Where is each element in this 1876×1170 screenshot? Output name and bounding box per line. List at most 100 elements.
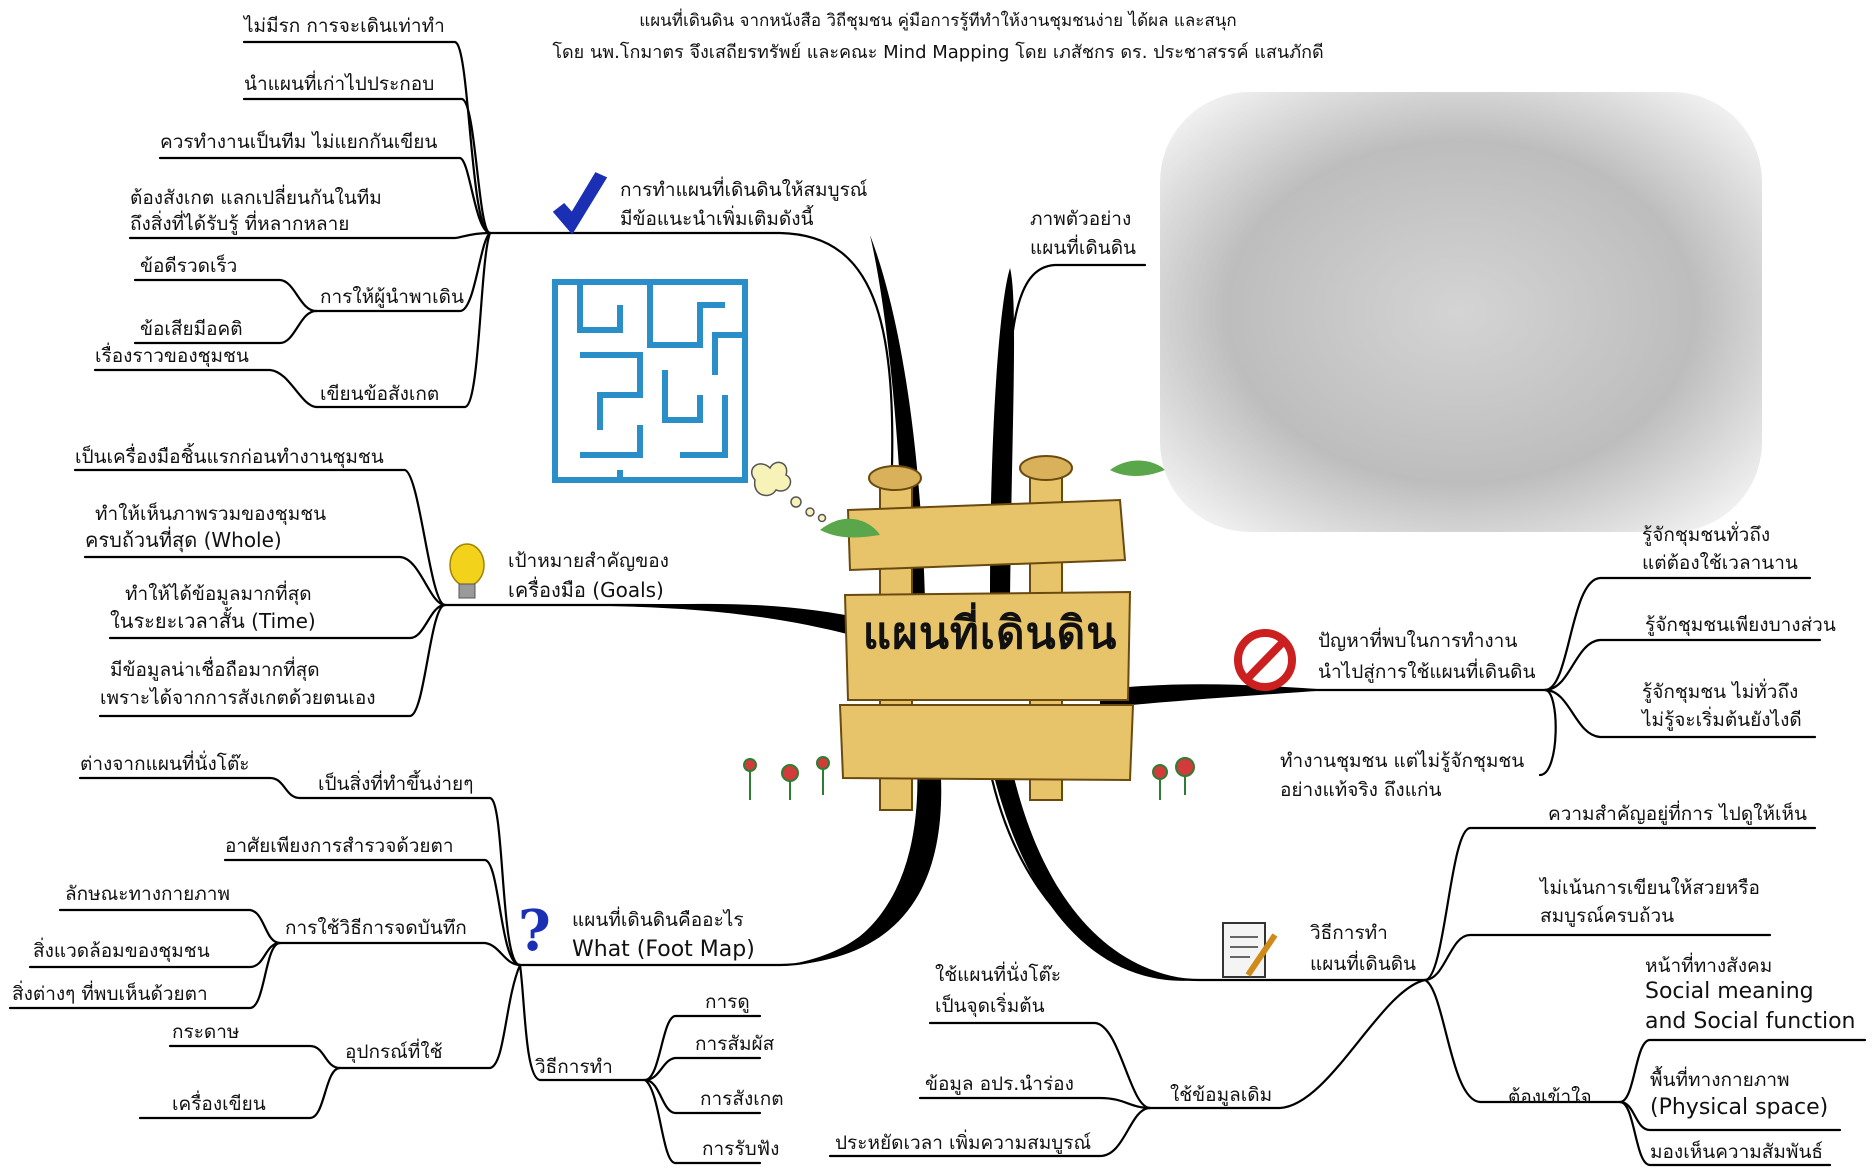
branch-line xyxy=(138,1066,342,1120)
header-line-2: โดย นพ.โกมาตร จึงเสถียรทรัพย์ และคณะ Min… xyxy=(552,42,1324,63)
problem-item-line2: แต่ต้องใช้เวลานาน xyxy=(1642,552,1798,574)
what-easy: เป็นสิ่งที่ทำขึ้นง่ายๆ xyxy=(318,773,474,795)
branch-line xyxy=(518,758,920,967)
what-method-sub: การรับฟัง xyxy=(702,1138,780,1160)
branch-line xyxy=(1618,1100,1832,1167)
understand-item-line2: (Physical space) xyxy=(1650,1095,1829,1120)
write-notes: เขียนข้อสังเกต xyxy=(320,383,440,405)
question-icon: ? xyxy=(518,898,551,964)
branch-line xyxy=(78,776,302,800)
branch-line xyxy=(518,963,647,1082)
guide-cons: ข้อเสียมีอคติ xyxy=(140,318,243,340)
example-label: ภาพตัวอย่าง xyxy=(1030,208,1132,230)
what-survey: อาศัยเพียงการสำรวจด้วยตา xyxy=(225,835,454,857)
understand-item-line2: Social meaning xyxy=(1645,979,1814,1004)
goal-item: ทำให้ได้ข้อมูลมากที่สุด xyxy=(125,583,312,605)
branch-line xyxy=(83,555,447,607)
stop-icon xyxy=(1234,629,1296,691)
understand-item: หน้าที่ทางสังคม xyxy=(1645,955,1773,977)
topic-goals-line2: เครื่องมือ (Goals) xyxy=(508,578,664,602)
community-story: เรื่องราวของชุมชน xyxy=(95,345,249,367)
branch-line xyxy=(643,1078,762,1115)
branch-line xyxy=(98,603,447,718)
what-method-sub: การสังเกต xyxy=(700,1088,784,1110)
howto-understand: ต้องเข้าใจ xyxy=(1508,1086,1592,1108)
branch-line xyxy=(158,156,492,235)
understand-item: มองเห็นความสัมพันธ์ xyxy=(1650,1141,1824,1163)
guide-pros: ข้อดีรวดเร็ว xyxy=(140,255,238,277)
branch-line xyxy=(93,368,318,409)
branch-line xyxy=(8,941,282,1010)
branch-line xyxy=(168,1044,342,1070)
use-data-item: ใช้แผนที่นั่งโต๊ะ xyxy=(935,964,1062,986)
howto-not-pretty-line2: สมบูรณ์ครบถ้วน xyxy=(1540,905,1675,927)
header-line-1: แผนที่เดินดิน จากหนังสือ วิถีชุมชน คู่มื… xyxy=(639,11,1237,31)
branch-line xyxy=(1148,978,1427,1110)
what-record-sub: สิ่งแวดล้อมของชุมชน xyxy=(33,940,210,962)
branch-line xyxy=(1423,933,1772,982)
branch-line xyxy=(540,231,894,522)
branch-line xyxy=(133,278,318,313)
use-data-item-line2: เป็นจุดเริ่มต้น xyxy=(935,995,1045,1017)
branch-line xyxy=(1423,826,1817,982)
topic-what: แผนที่เดินดินคืออะไร xyxy=(572,909,744,931)
what-easy-sub: ต่างจากแผนที่นั่งโต๊ะ xyxy=(80,753,250,775)
problem-item-line2: อย่างแท้จริง ถึงแก่น xyxy=(1280,779,1442,801)
tip-item: ถึงสิ่งที่ได้รับรู้ ที่หลากหลาย xyxy=(130,213,350,235)
understand-item: พื้นที่ทางกายภาพ xyxy=(1650,1069,1790,1091)
howto-importance: ความสำคัญอยู่ที่การ ไปดูให้เห็น xyxy=(1548,803,1807,825)
branch-line xyxy=(643,1078,762,1165)
topic-howto: วิธีการทำ xyxy=(1310,922,1388,944)
branch-line xyxy=(223,858,522,967)
what-tools: อุปกรณ์ที่ใช้ xyxy=(345,1041,443,1063)
goal-item: มีข้อมูลน่าเชื่อถือมากที่สุด xyxy=(110,659,320,681)
goal-item-line2: ครบถ้วนที่สุด (Whole) xyxy=(85,528,282,552)
goal-item-line2: ในระยะเวลาสั้น (Time) xyxy=(110,609,316,633)
branch-line xyxy=(918,1096,1152,1110)
topic-goals: เป้าหมายสำคัญของ xyxy=(508,550,669,572)
tip-item: ไม่มีรก การจะเดินเท่าทำ xyxy=(244,15,445,37)
branch-line xyxy=(133,309,318,345)
topic-problem-line2: นำไปสู่การใช้แผนที่เดินดิน xyxy=(1318,661,1536,683)
what-method-sub: การดู xyxy=(705,991,750,1013)
topic-complete-tips-line2: มีข้อแนะนำเพิ่มเติมดังนี้ xyxy=(620,208,814,230)
problem-item-line2: ไม่รู้จะเริ่มต้นยังไงดี xyxy=(1642,709,1802,731)
tip-item: นำแผนที่เก่าไปประกอบ xyxy=(244,73,435,95)
example-label-line2: แผนที่เดินดิน xyxy=(1030,237,1137,259)
branch-line xyxy=(298,796,522,967)
branch-line xyxy=(1543,638,1822,692)
branch-line xyxy=(278,941,522,967)
branch-line xyxy=(928,1021,1152,1110)
howto-not-pretty: ไม่เน้นการเขียนให้สวยหรือ xyxy=(1540,877,1760,899)
example-map-photo xyxy=(1160,92,1762,532)
branch-line xyxy=(314,231,492,313)
branch-line xyxy=(828,1106,1152,1158)
branch-line xyxy=(1543,688,1817,739)
guide-topic: การให้ผู้นำพาเดิน xyxy=(320,286,464,308)
problem-item: รู้จักชุมชนเพียงบางส่วน xyxy=(1645,614,1836,636)
branch-line xyxy=(643,1014,762,1082)
use-data-item: ประหยัดเวลา เพิ่มความสมบูรณ์ xyxy=(835,1132,1092,1154)
lightbulb-icon xyxy=(449,543,485,599)
topic-howto-line2: แผนที่เดินดิน xyxy=(1310,953,1417,975)
what-record-sub: สิ่งต่างๆ ที่พบเห็นด้วยตา xyxy=(12,983,208,1005)
what-tools-sub: กระดาษ xyxy=(172,1021,240,1043)
what-tools-sub: เครื่องเขียน xyxy=(172,1093,266,1115)
check-icon xyxy=(552,172,608,235)
what-method-sub: การสัมผัส xyxy=(695,1033,775,1055)
maze-icon xyxy=(552,279,748,483)
branch-line xyxy=(58,908,282,945)
branch-line xyxy=(242,97,492,235)
topic-problem: ปัญหาที่พบในการทำงาน xyxy=(1318,630,1518,652)
what-record-sub: ลักษณะทางกายภาพ xyxy=(65,883,230,905)
branch-line xyxy=(128,231,492,240)
howto-use-data: ใช้ข้อมูลเดิม xyxy=(1170,1084,1273,1106)
branch-line xyxy=(1618,1038,1867,1104)
what-method: วิธีการทำ xyxy=(535,1056,613,1078)
branch-line xyxy=(643,1056,762,1082)
branch-line xyxy=(338,963,522,1070)
branch-line xyxy=(108,603,447,640)
branch-line xyxy=(998,263,1147,522)
branch-line xyxy=(314,231,492,409)
